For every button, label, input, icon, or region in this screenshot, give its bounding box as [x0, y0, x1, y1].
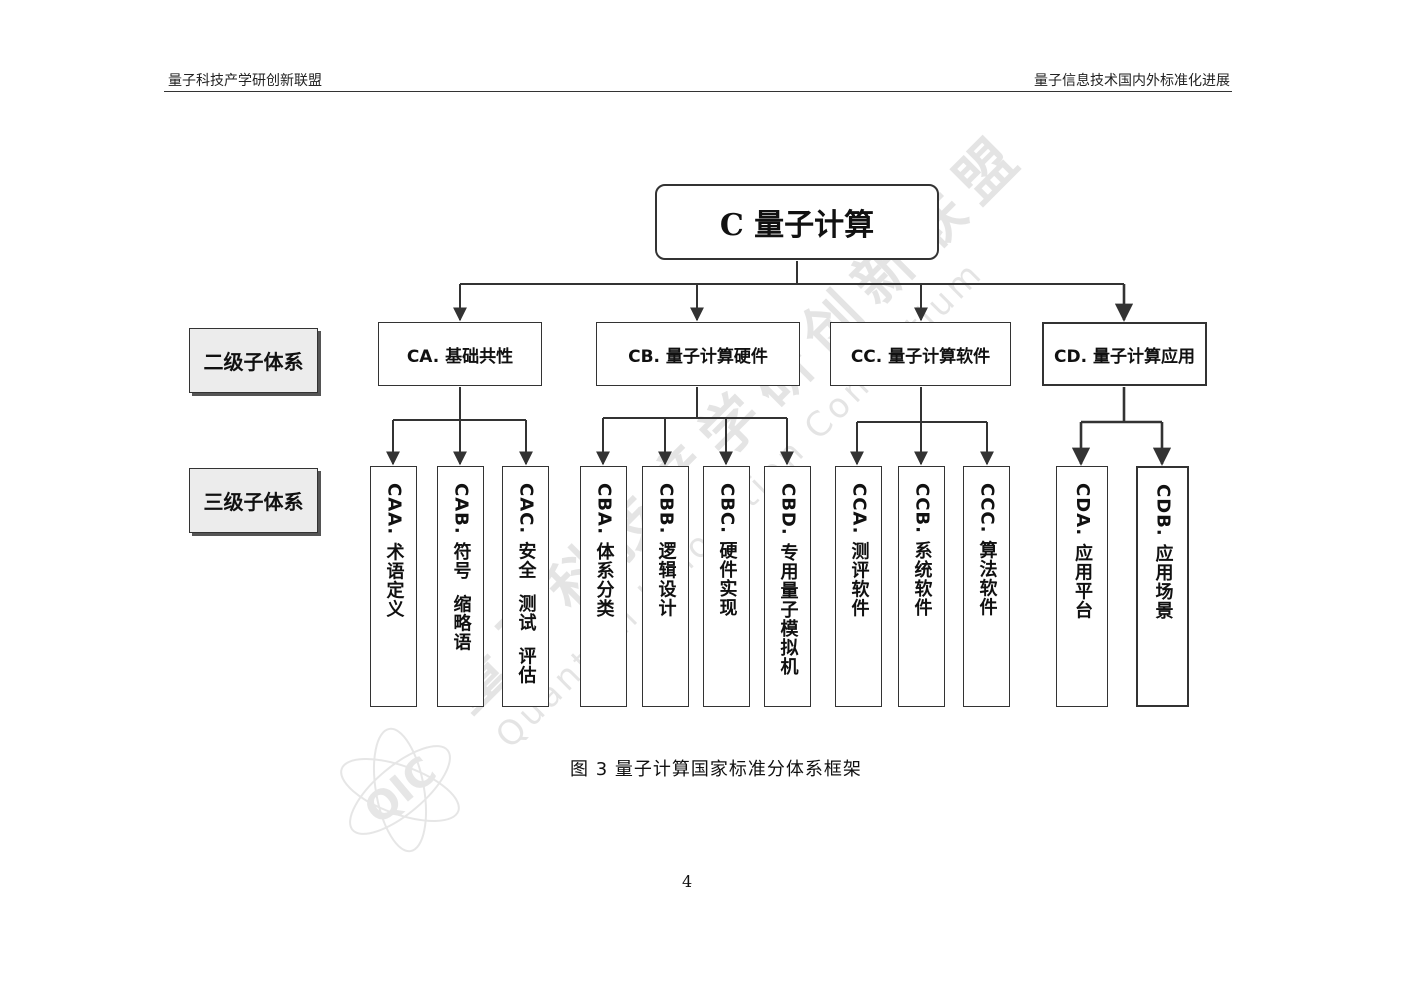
- node-cdb-label: CDB. 应用场景: [1152, 484, 1174, 620]
- node-cac: CAC. 安全 测试 评估: [502, 466, 549, 707]
- node-cba: CBA. 体系分类: [580, 466, 627, 707]
- header-rule: [164, 91, 1232, 92]
- node-ccc-label: CCC. 算法软件: [976, 483, 998, 617]
- level-label-second: 二级子体系: [189, 328, 318, 393]
- node-cbd-label: CBD. 专用量子模拟机: [777, 483, 799, 676]
- node-cba-label: CBA. 体系分类: [593, 483, 615, 619]
- node-ca: CA. 基础共性: [378, 322, 542, 386]
- node-ccb: CCB. 系统软件: [898, 466, 945, 707]
- node-ccb-label: CCB. 系统软件: [911, 483, 933, 618]
- node-cac-label: CAC. 安全 测试 评估: [515, 483, 537, 685]
- node-caa: CAA. 术语定义: [370, 466, 417, 707]
- node-cdb: CDB. 应用场景: [1136, 466, 1189, 707]
- node-cbd: CBD. 专用量子模拟机: [764, 466, 811, 707]
- header-right: 量子信息技术国内外标准化进展: [1034, 73, 1230, 89]
- node-cda: CDA. 应用平台: [1056, 466, 1108, 707]
- node-cca: CCA. 测评软件: [835, 466, 882, 707]
- node-cbb: CBB. 逻辑设计: [642, 466, 689, 707]
- node-cbb-label: CBB. 逻辑设计: [655, 483, 677, 618]
- node-caa-label: CAA. 术语定义: [383, 483, 405, 619]
- node-ccc: CCC. 算法软件: [963, 466, 1010, 707]
- level-label-third: 三级子体系: [189, 468, 318, 533]
- node-cab-label: CAB. 符号 缩略语: [450, 483, 472, 652]
- node-cbc: CBC. 硬件实现: [703, 466, 750, 707]
- node-cab: CAB. 符号 缩略语: [437, 466, 484, 707]
- node-cda-label: CDA. 应用平台: [1072, 483, 1093, 620]
- root-node: C 量子计算: [655, 184, 939, 260]
- node-cc: CC. 量子计算软件: [830, 322, 1011, 386]
- page-number: 4: [682, 872, 693, 891]
- node-cb: CB. 量子计算硬件: [596, 322, 800, 386]
- header-left: 量子科技产学研创新联盟: [168, 73, 322, 89]
- node-cca-label: CCA. 测评软件: [848, 483, 870, 618]
- node-cbc-label: CBC. 硬件实现: [716, 483, 738, 618]
- figure-caption: 图 3 量子计算国家标准分体系框架: [570, 759, 862, 780]
- node-cd: CD. 量子计算应用: [1042, 322, 1207, 386]
